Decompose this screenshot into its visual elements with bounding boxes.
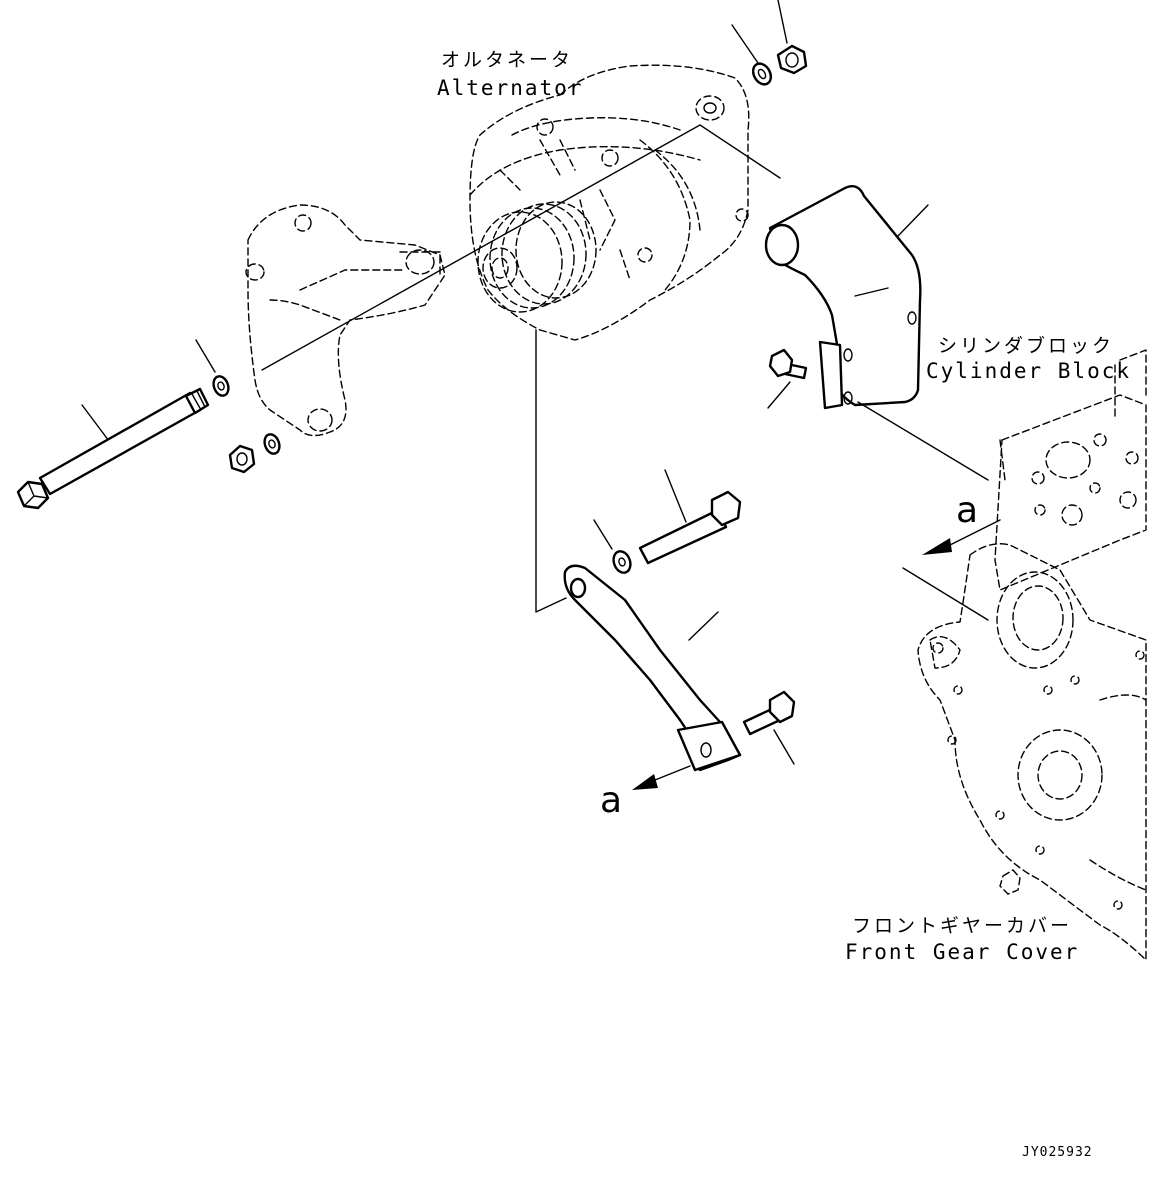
adjust-axis-line bbox=[699, 124, 781, 179]
lower-arm-upper-bolt bbox=[638, 469, 742, 565]
long-through-bolt bbox=[16, 387, 210, 510]
upper-bracket-leader bbox=[897, 204, 929, 237]
mounting-bracket-left bbox=[245, 204, 446, 437]
drawing-code: JY025932 bbox=[1022, 1145, 1093, 1160]
top-nut bbox=[776, 44, 808, 75]
lower-arm-washer bbox=[593, 519, 632, 574]
view-arrow-upper: a bbox=[902, 490, 1001, 621]
left-washers-nut bbox=[195, 339, 281, 474]
view-marker-lower: a bbox=[600, 780, 622, 821]
front-gear-cover-label-jp: フロントギヤーカバー bbox=[852, 915, 1072, 937]
alternator bbox=[469, 64, 750, 341]
front-gear-cover-label-en: Front Gear Cover bbox=[845, 940, 1079, 964]
view-marker-upper: a bbox=[956, 490, 978, 531]
cylinder-block bbox=[994, 349, 1147, 591]
left-washer-lower bbox=[263, 433, 281, 455]
nut-leader bbox=[777, 0, 788, 44]
bracket-to-block-line bbox=[857, 401, 989, 481]
upper-bracket-bolt bbox=[767, 348, 808, 409]
lower-adjust-arm bbox=[563, 564, 742, 772]
alternator-to-arm-line bbox=[535, 329, 567, 613]
lower-arm-lower-bolt bbox=[742, 690, 796, 765]
view-arrow-lower: a bbox=[600, 765, 691, 821]
lower-arm-leader bbox=[688, 611, 719, 641]
cylinder-block-label-en: Cylinder Block bbox=[926, 359, 1131, 383]
top-washer bbox=[751, 62, 773, 86]
top-nut-washer-group bbox=[731, 0, 808, 86]
cylinder-block-label-jp: シリンダブロック bbox=[938, 334, 1114, 357]
left-washer-upper bbox=[212, 375, 230, 397]
alternator-pulley bbox=[477, 201, 597, 313]
upper-adjust-bracket bbox=[764, 185, 929, 410]
front-gear-cover bbox=[917, 543, 1147, 961]
left-nut bbox=[228, 444, 256, 474]
alternator-label-jp: オルタネータ bbox=[441, 49, 573, 71]
alternator-label-en: Alternator bbox=[437, 76, 583, 100]
long-bolt-leader bbox=[81, 404, 113, 446]
washer-leader bbox=[731, 24, 759, 64]
bolt-axis-line bbox=[261, 124, 701, 371]
upper-bracket-eye bbox=[764, 223, 800, 267]
lower-arm-eye bbox=[569, 577, 587, 599]
